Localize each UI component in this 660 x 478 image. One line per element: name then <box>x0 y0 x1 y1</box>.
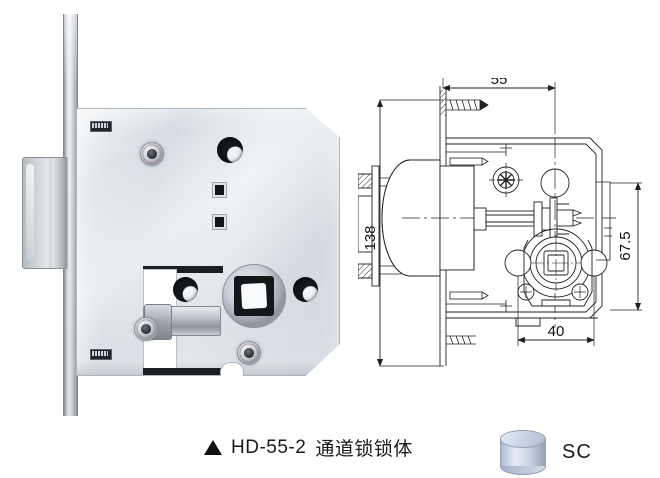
marking-text <box>92 351 108 356</box>
caption-row: HD-55-2 通道锁锁体 SC <box>0 428 660 478</box>
screw-ring <box>239 343 259 363</box>
triangle-bullet-icon <box>204 440 222 455</box>
swatch-top <box>500 430 546 448</box>
latch-bevel <box>52 158 68 268</box>
latch-bolt-head <box>22 157 68 269</box>
spindle-hub <box>222 264 286 328</box>
latch-slot-shadow-bottom <box>143 368 223 375</box>
finish-group: SC <box>500 430 592 475</box>
screw-bottom-left <box>134 317 158 341</box>
screw-core <box>146 148 158 160</box>
screw-core <box>243 347 255 359</box>
lock-case-body <box>76 108 340 376</box>
slot-upper <box>213 183 226 197</box>
hole-upper-right <box>217 137 243 163</box>
dimension-40 <box>517 276 595 346</box>
screw-top-left <box>140 142 164 166</box>
finish-code: SC <box>562 440 592 463</box>
drawing-svg: 55 138 67.5 40 <box>358 78 642 367</box>
dimension-55 <box>442 78 556 134</box>
marking-text <box>92 123 108 128</box>
technical-drawing: 55 138 67.5 40 <box>358 78 660 388</box>
dimension-675 <box>610 182 642 311</box>
hole-lower-right <box>293 277 318 302</box>
model-code: HD-55-2 <box>231 436 307 458</box>
latch-highlight <box>26 164 34 260</box>
hole-lower-left <box>173 277 198 302</box>
bottom-notch <box>220 362 244 376</box>
product-photo <box>0 0 350 430</box>
screw-ring <box>136 319 156 339</box>
dimension-label-67-5: 67.5 <box>617 231 634 260</box>
screw-ring <box>142 144 162 164</box>
screw-core <box>140 323 152 335</box>
finish-swatch-icon <box>500 430 546 475</box>
case-marking-top <box>90 121 112 132</box>
product-name-cn: 通道锁锁体 <box>315 438 413 460</box>
latch-slot-shadow-top <box>143 266 223 273</box>
dimension-label-55: 55 <box>491 78 508 88</box>
case-marking-bottom <box>90 349 112 360</box>
product-caption: HD-55-2 通道锁锁体 <box>204 434 413 461</box>
slot-lower <box>213 215 226 229</box>
screw-bottom-right <box>237 341 261 365</box>
dimension-label-40: 40 <box>548 323 565 340</box>
dimension-label-138: 138 <box>362 225 379 250</box>
spindle-square-hole <box>240 282 268 310</box>
dimension-138 <box>376 99 444 367</box>
